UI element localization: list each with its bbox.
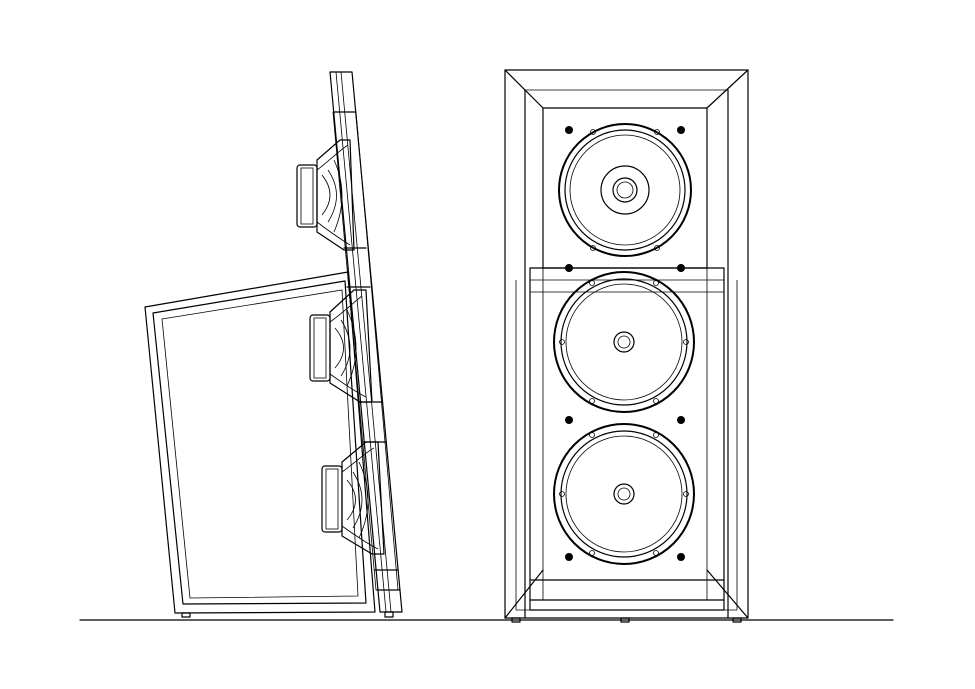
side-driver-middle: [309, 289, 373, 403]
front-driver-middle: [553, 271, 695, 424]
side-view: [144, 71, 403, 618]
side-bass-cabinet: [144, 271, 376, 614]
side-baffle: [181, 71, 403, 618]
front-driver-top: [558, 123, 692, 272]
front-driver-bottom: [553, 423, 695, 565]
side-driver-top: [296, 139, 355, 251]
front-cabinet: [504, 69, 749, 623]
front-view: [504, 69, 749, 623]
side-driver-bottom: [321, 441, 385, 555]
